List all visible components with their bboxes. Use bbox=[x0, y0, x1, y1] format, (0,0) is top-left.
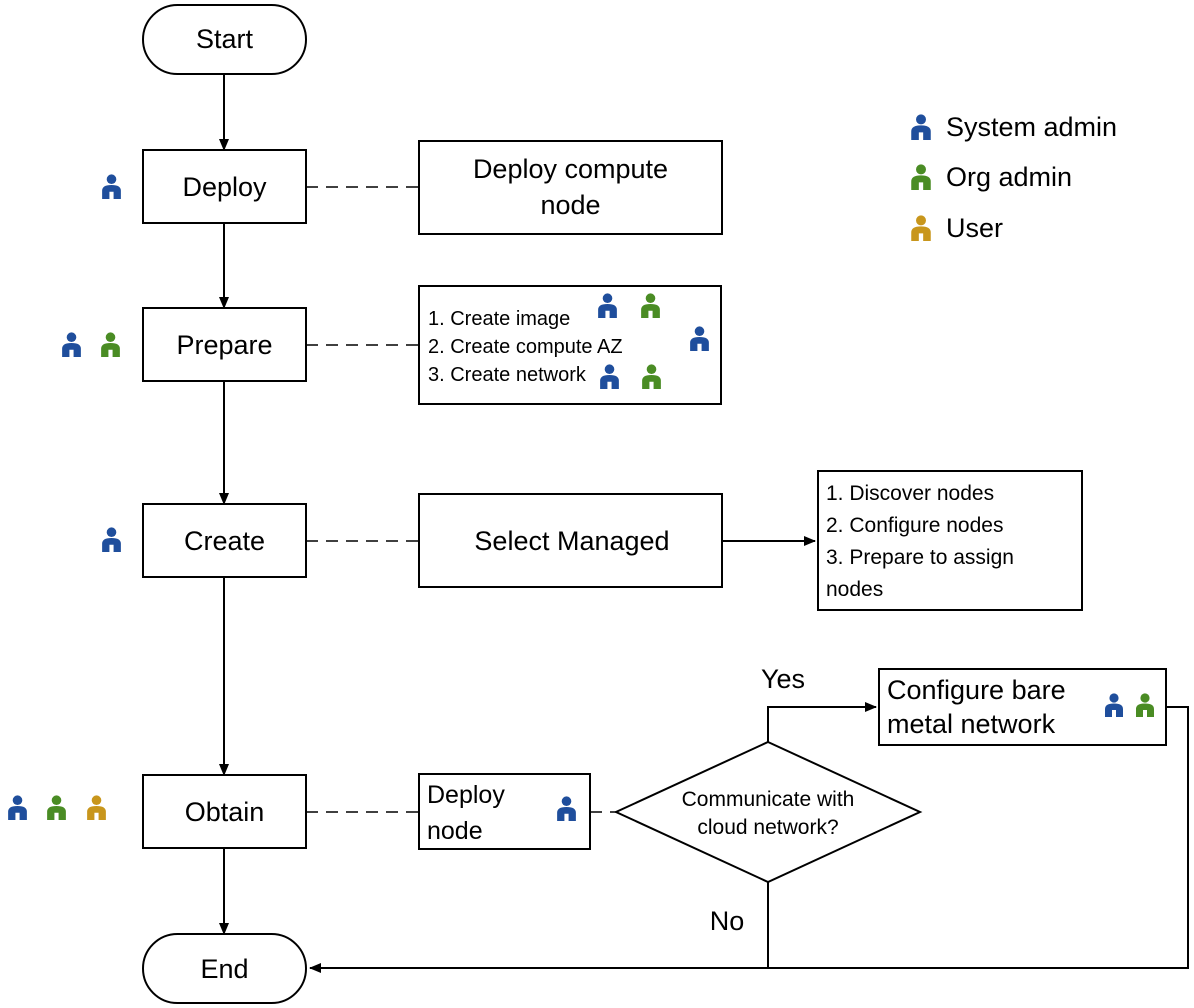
deploy-compute-line2: node bbox=[540, 190, 600, 220]
start-node bbox=[142, 4, 307, 75]
managed-item-2: 2. Configure nodes bbox=[826, 514, 1003, 537]
prepare-list-box bbox=[418, 285, 722, 405]
configure-bare-line2: metal network bbox=[887, 709, 1056, 739]
legend-org-admin: Org admin bbox=[946, 162, 1072, 192]
system-admin-icon bbox=[102, 174, 121, 199]
system-admin-icon bbox=[102, 527, 121, 552]
org-admin-icon bbox=[911, 164, 931, 190]
deploy-node-line2: node bbox=[427, 817, 483, 845]
prepare-item-1: 1. Create image bbox=[428, 308, 570, 330]
deploy-step-label: Deploy bbox=[182, 172, 267, 202]
select-managed-label: Select Managed bbox=[474, 526, 669, 556]
managed-item-3: 3. Prepare to assign bbox=[826, 546, 1014, 569]
arrow-to-end bbox=[309, 706, 1189, 973]
prepare-item-2: 2. Create compute AZ bbox=[428, 336, 623, 358]
org-admin-icon bbox=[101, 332, 120, 357]
deploy-compute-line1: Deploy compute bbox=[473, 154, 668, 184]
org-admin-icon bbox=[47, 795, 66, 820]
select-managed-box bbox=[418, 493, 723, 588]
deploy-step bbox=[142, 149, 307, 224]
user-icon bbox=[87, 795, 106, 820]
yes-label: Yes bbox=[761, 664, 805, 694]
start-label: Start bbox=[196, 24, 254, 54]
legend-user: User bbox=[946, 213, 1003, 243]
decision-line2: cloud network? bbox=[697, 816, 838, 839]
deploy-compute-box bbox=[418, 140, 723, 235]
end-node bbox=[142, 933, 307, 1004]
decision-line1: Communicate with bbox=[682, 788, 855, 811]
system-admin-icon bbox=[8, 795, 27, 820]
managed-item-3-cont: nodes bbox=[826, 578, 883, 601]
system-admin-icon bbox=[911, 114, 931, 140]
legend-system-admin: System admin bbox=[946, 112, 1117, 142]
decision-diamond bbox=[613, 740, 923, 884]
system-admin-icon bbox=[62, 332, 81, 357]
deploy-node-line1: Deploy bbox=[427, 781, 505, 809]
prepare-step bbox=[142, 307, 307, 382]
obtain-step-label: Obtain bbox=[185, 797, 265, 827]
prepare-step-label: Prepare bbox=[176, 330, 272, 360]
configure-bare-line1: Configure bare bbox=[887, 675, 1066, 705]
user-icon bbox=[911, 215, 931, 241]
no-label: No bbox=[710, 906, 745, 936]
create-step-label: Create bbox=[184, 526, 265, 556]
prepare-item-3: 3. Create network bbox=[428, 364, 587, 386]
managed-list-box bbox=[817, 470, 1083, 611]
arrow-yes bbox=[767, 702, 877, 742]
managed-item-1: 1. Discover nodes bbox=[826, 482, 994, 505]
end-label: End bbox=[200, 954, 248, 984]
